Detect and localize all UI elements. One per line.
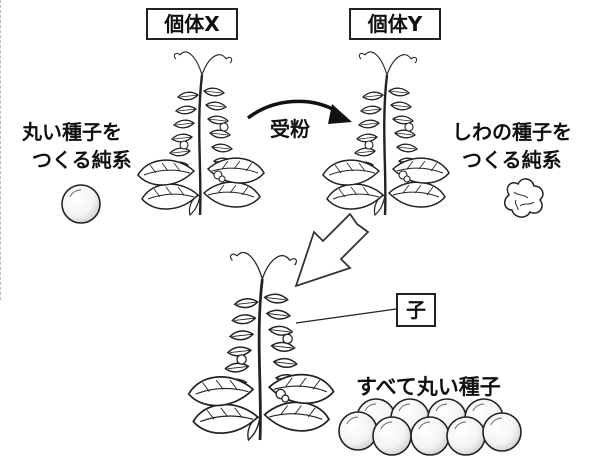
wrinkled-seed-text-line1: しわの種子を [452,120,572,144]
round-seed-text-line1: 丸い種子を [22,120,122,144]
child-leader-line [295,308,397,324]
down-arrow [294,212,370,288]
individual-y-label: 個体Y [349,8,441,40]
pollination-arrowhead [328,104,352,124]
offspring-round-seeds [338,398,522,456]
offspring-result-text: すべて丸い種子 [356,375,501,399]
pollination-arrow [246,99,339,120]
plant-individual-x [138,52,264,215]
pollination-label: 受粉 [270,117,310,141]
round-seed [61,184,101,224]
round-seed-text-line2: つくる純系 [32,148,132,172]
individual-x-label: 個体X [146,8,238,40]
left-dashed-edge [0,0,3,300]
wrinkled-seed [504,178,544,218]
plant-individual-y [323,52,449,215]
child-label: 子 [396,293,436,327]
wrinkled-seed-text-line2: つくる純系 [462,148,562,172]
